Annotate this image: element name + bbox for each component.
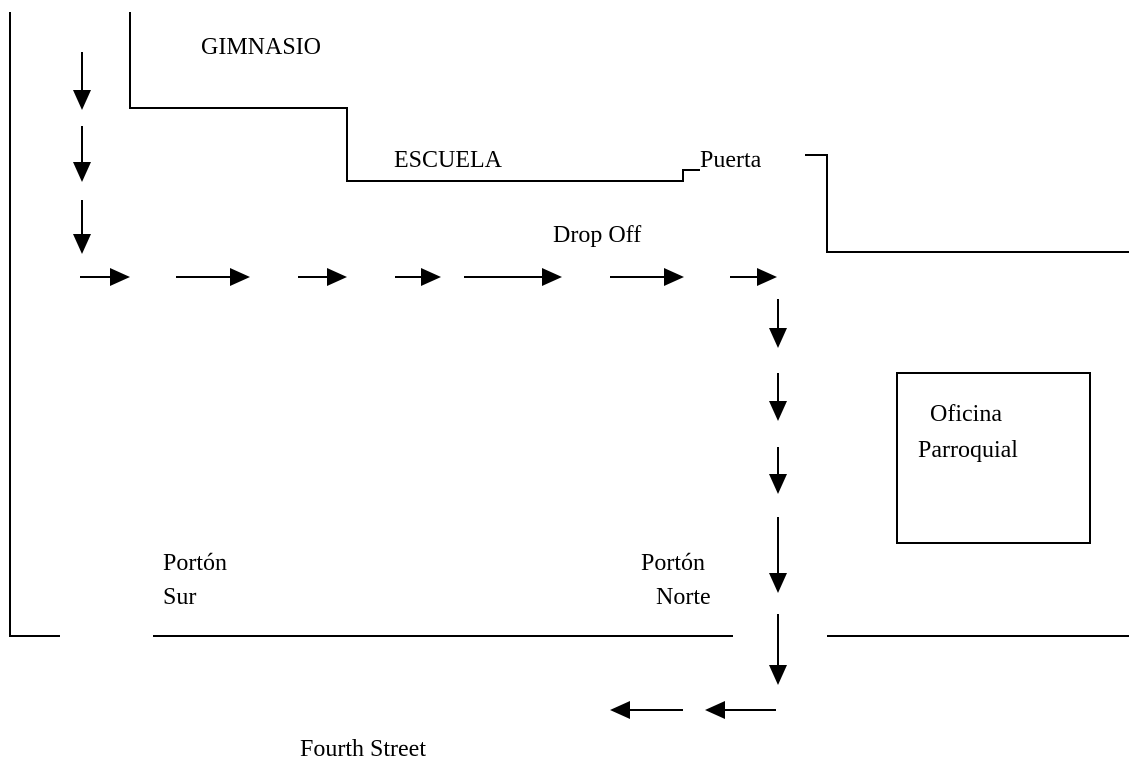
arrow-head [421,268,441,286]
arrow-left-1 [705,701,776,719]
arrow-right-3 [298,268,347,286]
street-label: Fourth Street [300,736,426,762]
south-gate-label-line2: Sur [163,584,196,610]
east-building-outline [805,154,1129,253]
arrow-right-2 [176,268,250,286]
arrow-left-2 [610,701,683,719]
north-gate-label-line2: Norte [656,584,711,610]
arrow-head [769,474,787,494]
arrow-head [73,90,91,110]
arrow-down-west-1 [73,52,91,110]
arrow-head [73,234,91,254]
arrow-head [705,701,725,719]
arrow-down-east-5 [769,614,787,685]
arrow-down-east-3 [769,447,787,494]
school-label: ESCUELA [394,147,503,173]
arrow-right-1 [80,268,130,286]
arrow-head [542,268,562,286]
arrow-right-6 [610,268,684,286]
gym-label: GIMNASIO [201,34,321,60]
arrow-right-5 [464,268,562,286]
office-label-line2: Parroquial [918,437,1018,463]
arrow-right-4 [395,268,441,286]
drop-off-label: Drop Off [553,222,641,248]
arrow-head [757,268,777,286]
arrow-head [110,268,130,286]
arrow-down-west-3 [73,200,91,254]
south-gate-label-line1: Portón [163,550,227,576]
arrow-head [769,401,787,421]
arrow-head [664,268,684,286]
arrow-head [230,268,250,286]
arrow-head [327,268,347,286]
arrow-down-west-2 [73,126,91,182]
arrow-right-7 [730,268,777,286]
arrow-down-east-4 [769,517,787,593]
arrow-head [769,665,787,685]
parish-office-box [896,372,1091,544]
arrow-head [610,701,630,719]
arrow-head [769,573,787,593]
door-label: Puerta [700,147,762,173]
arrow-head [769,328,787,348]
office-label-line1: Oficina [930,401,1002,427]
arrow-down-east-1 [769,299,787,348]
north-gate-label-line1: Portón [641,550,705,576]
arrow-down-east-2 [769,373,787,421]
arrow-head [73,162,91,182]
flow-arrows [73,52,787,719]
west-boundary-wall [9,12,60,637]
gym-school-outline [129,12,700,182]
